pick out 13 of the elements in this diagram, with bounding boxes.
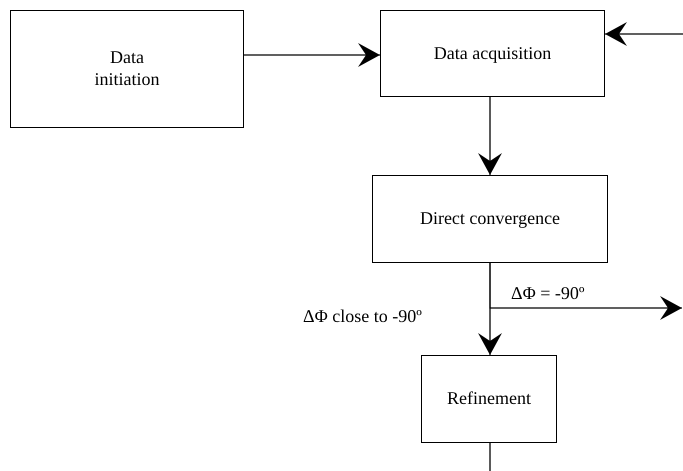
arrow (244, 43, 380, 67)
arrow (478, 97, 502, 175)
node-text: Refinement (447, 388, 531, 408)
node-text: Data initiation (94, 47, 160, 89)
node-text: Data acquisition (434, 42, 552, 63)
process-box (380, 10, 605, 97)
process-box (372, 175, 608, 263)
arrow (605, 22, 683, 46)
process-box (10, 10, 244, 128)
process-box (421, 355, 557, 443)
node-text: Direct convergence (420, 208, 560, 228)
arrow (489, 263, 682, 320)
connector-line (489, 443, 491, 471)
